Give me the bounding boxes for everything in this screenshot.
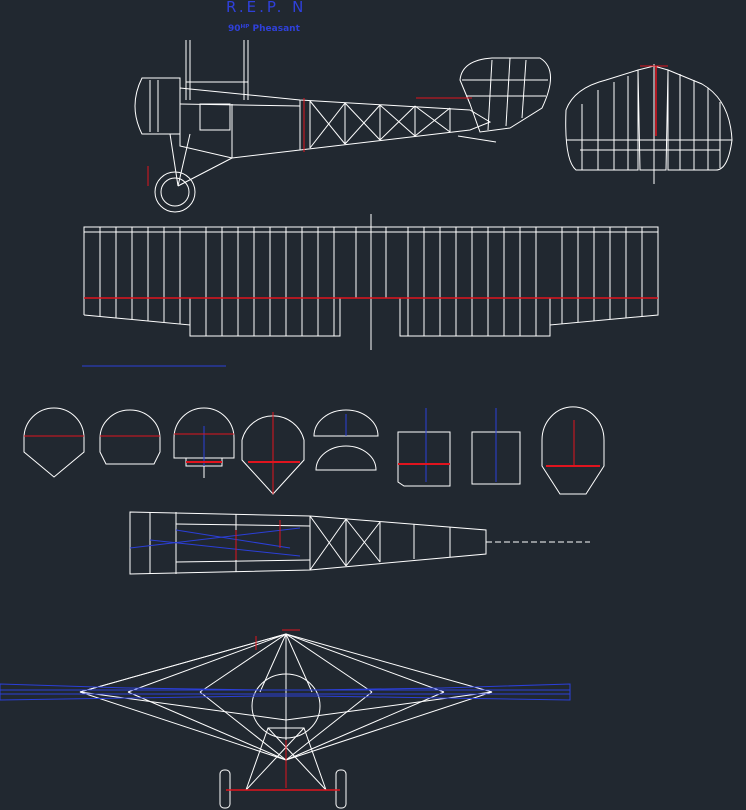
section-7 — [397, 431, 451, 487]
wheel-side — [154, 171, 196, 213]
wing-ribs — [99, 227, 643, 336]
rudder-side — [459, 57, 551, 133]
construction-lines — [0, 365, 571, 701]
wing-plan-view — [83, 214, 659, 350]
fuselage-front — [251, 673, 321, 739]
fuselage-plan-view — [129, 511, 590, 575]
tail-plan-view — [565, 64, 733, 184]
front-view — [79, 633, 493, 809]
section-1 — [23, 407, 85, 478]
drawing-subtitle: 90ᴴᴾ Pheasant — [228, 24, 300, 34]
section-4 — [241, 415, 305, 495]
fuselage-side — [179, 87, 492, 159]
left-elevator — [565, 69, 639, 171]
side-view — [134, 40, 551, 213]
undercarriage-strut — [169, 133, 179, 187]
fuselage-plan-outline — [129, 511, 487, 575]
right-wheel-front — [335, 769, 347, 809]
dimension-lines — [24, 65, 668, 791]
fuselage-truss — [309, 100, 451, 149]
cross-sections — [23, 406, 605, 495]
left-wheel-front — [219, 769, 231, 809]
section-8 — [471, 431, 521, 485]
front-wing-section — [0, 683, 571, 701]
drawing-title: R.E.P. N — [226, 0, 307, 16]
section-3 — [173, 407, 235, 459]
section-9 — [541, 406, 605, 495]
section-5 — [313, 409, 379, 437]
right-elevator — [667, 69, 733, 171]
engine-cowl — [134, 77, 181, 135]
section-2 — [99, 409, 161, 465]
section-6 — [315, 445, 377, 471]
